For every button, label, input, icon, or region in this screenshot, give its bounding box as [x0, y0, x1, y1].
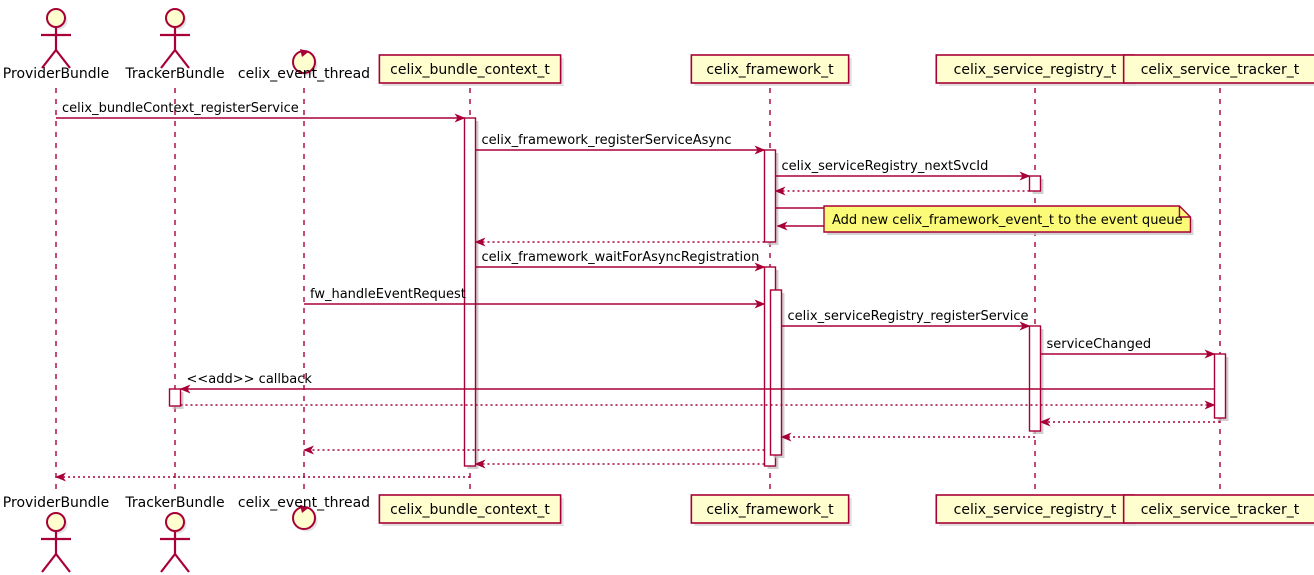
activations-layer — [168, 117, 1229, 469]
participant-label-provider: ProviderBundle — [3, 495, 109, 511]
message-label-m7: celix_framework_waitForAsyncRegistration — [482, 250, 760, 265]
participant-box-rect — [1122, 494, 1314, 524]
actor-leg-left — [41, 49, 57, 69]
note-fold-icon — [1178, 206, 1191, 218]
activation-bar — [1028, 325, 1042, 432]
activation-a-context — [463, 117, 479, 469]
participant-box-rect — [378, 54, 562, 84]
control-arrow-icon — [300, 505, 309, 513]
participant-box-rect — [690, 494, 850, 524]
participant-head-eventthread — [292, 49, 318, 76]
participant-box-trackerobj: celix_service_tracker_t — [1122, 54, 1314, 86]
participant-box-rect — [690, 54, 850, 84]
participant-box-framework: celix_framework_t — [690, 54, 852, 86]
actor-leg-left — [160, 49, 176, 69]
message-label-m3: celix_serviceRegistry_nextSvcId — [782, 159, 989, 174]
actor-head-icon — [165, 8, 185, 28]
message-m8: fw_handleEventRequest — [304, 287, 766, 309]
activation-a-fw-3 — [769, 289, 785, 458]
message-m7: celix_framework_waitForAsyncRegistration — [475, 250, 766, 272]
participant-box-framework: celix_framework_t — [690, 494, 852, 526]
messages-layer: celix_bundleContext_registerServicecelix… — [55, 101, 1220, 482]
participant-label-registry: celix_service_registry_t — [954, 502, 1117, 518]
actor-leg-left — [160, 553, 176, 573]
participant-head-provider — [41, 8, 71, 69]
message-label-m10: serviceChanged — [1047, 337, 1152, 352]
activation-a-tracker-cb — [168, 388, 184, 409]
actor-leg-right — [174, 49, 190, 69]
message-m11: <<add>> callback — [179, 372, 1215, 394]
participant-box-context: celix_bundle_context_t — [378, 54, 564, 86]
note-body — [823, 205, 1192, 233]
note-add-event-queue: Add new celix_framework_event_t to the e… — [823, 205, 1194, 235]
participant-box-rect — [378, 494, 562, 524]
self-message-arrow — [775, 207, 829, 231]
activation-bar — [463, 117, 477, 467]
participant-box-trackerobj: celix_service_tracker_t — [1122, 494, 1314, 526]
participant-label-eventthread: celix_event_thread — [238, 495, 370, 511]
message-label-m1: celix_bundleContext_registerService — [62, 101, 299, 116]
actor-head-icon — [46, 512, 66, 532]
participant-label-tracker: TrackerBundle — [124, 495, 224, 511]
participant-label-trackerobj: celix_service_tracker_t — [1141, 62, 1300, 78]
activation-bar — [1028, 175, 1042, 192]
lifelines-layer — [55, 88, 1221, 492]
activation-a-trk-1 — [1213, 353, 1229, 421]
participant-heads-layer: ProviderBundleProviderBundleTrackerBundl… — [3, 8, 1314, 573]
activation-bar — [1213, 353, 1227, 419]
participant-head-provider — [41, 512, 71, 573]
activation-bar — [763, 149, 777, 243]
message-label-m8: fw_handleEventRequest — [310, 287, 466, 302]
message-m3: celix_serviceRegistry_nextSvcId — [775, 159, 1031, 181]
control-arrow-icon — [300, 49, 309, 57]
activation-a-reg-2 — [1028, 325, 1044, 434]
participant-label-context: celix_bundle_context_t — [390, 62, 550, 78]
activation-a-fw-1 — [763, 149, 779, 245]
note-text: Add new celix_framework_event_t to the e… — [832, 213, 1183, 228]
activation-bar — [769, 289, 783, 456]
participant-label-framework: celix_framework_t — [706, 62, 834, 78]
actor-leg-right — [55, 49, 71, 69]
participant-label-provider: ProviderBundle — [3, 66, 109, 82]
message-m2: celix_framework_registerServiceAsync — [475, 133, 766, 155]
activation-bar — [168, 388, 182, 407]
message-m9: celix_serviceRegistry_registerService — [781, 309, 1031, 331]
message-label-m2: celix_framework_registerServiceAsync — [482, 133, 732, 148]
actor-head-icon — [46, 8, 66, 28]
actor-leg-right — [55, 553, 71, 573]
participant-box-context: celix_bundle_context_t — [378, 494, 564, 526]
participant-label-tracker: TrackerBundle — [124, 66, 224, 82]
participant-head-tracker — [160, 512, 190, 573]
message-m10: serviceChanged — [1040, 337, 1216, 359]
message-m5 — [775, 207, 829, 231]
participant-label-context: celix_bundle_context_t — [390, 502, 550, 518]
participant-box-registry: celix_service_registry_t — [935, 54, 1137, 86]
participant-box-registry: celix_service_registry_t — [935, 494, 1137, 526]
participant-label-eventthread: celix_event_thread — [238, 66, 370, 82]
message-label-m9: celix_serviceRegistry_registerService — [788, 309, 1029, 324]
participant-head-eventthread — [292, 505, 318, 532]
participant-label-registry: celix_service_registry_t — [954, 62, 1117, 78]
participant-box-rect — [1122, 54, 1314, 84]
participant-head-tracker — [160, 8, 190, 69]
actor-leg-right — [174, 553, 190, 573]
actor-leg-left — [41, 553, 57, 573]
message-m1: celix_bundleContext_registerService — [56, 101, 466, 123]
message-label-m11: <<add>> callback — [187, 372, 313, 387]
actor-head-icon — [165, 512, 185, 532]
participant-label-framework: celix_framework_t — [706, 502, 834, 518]
activation-a-reg-1 — [1028, 175, 1044, 194]
note-layer: Add new celix_framework_event_t to the e… — [823, 205, 1194, 235]
participant-label-trackerobj: celix_service_tracker_t — [1141, 502, 1300, 518]
